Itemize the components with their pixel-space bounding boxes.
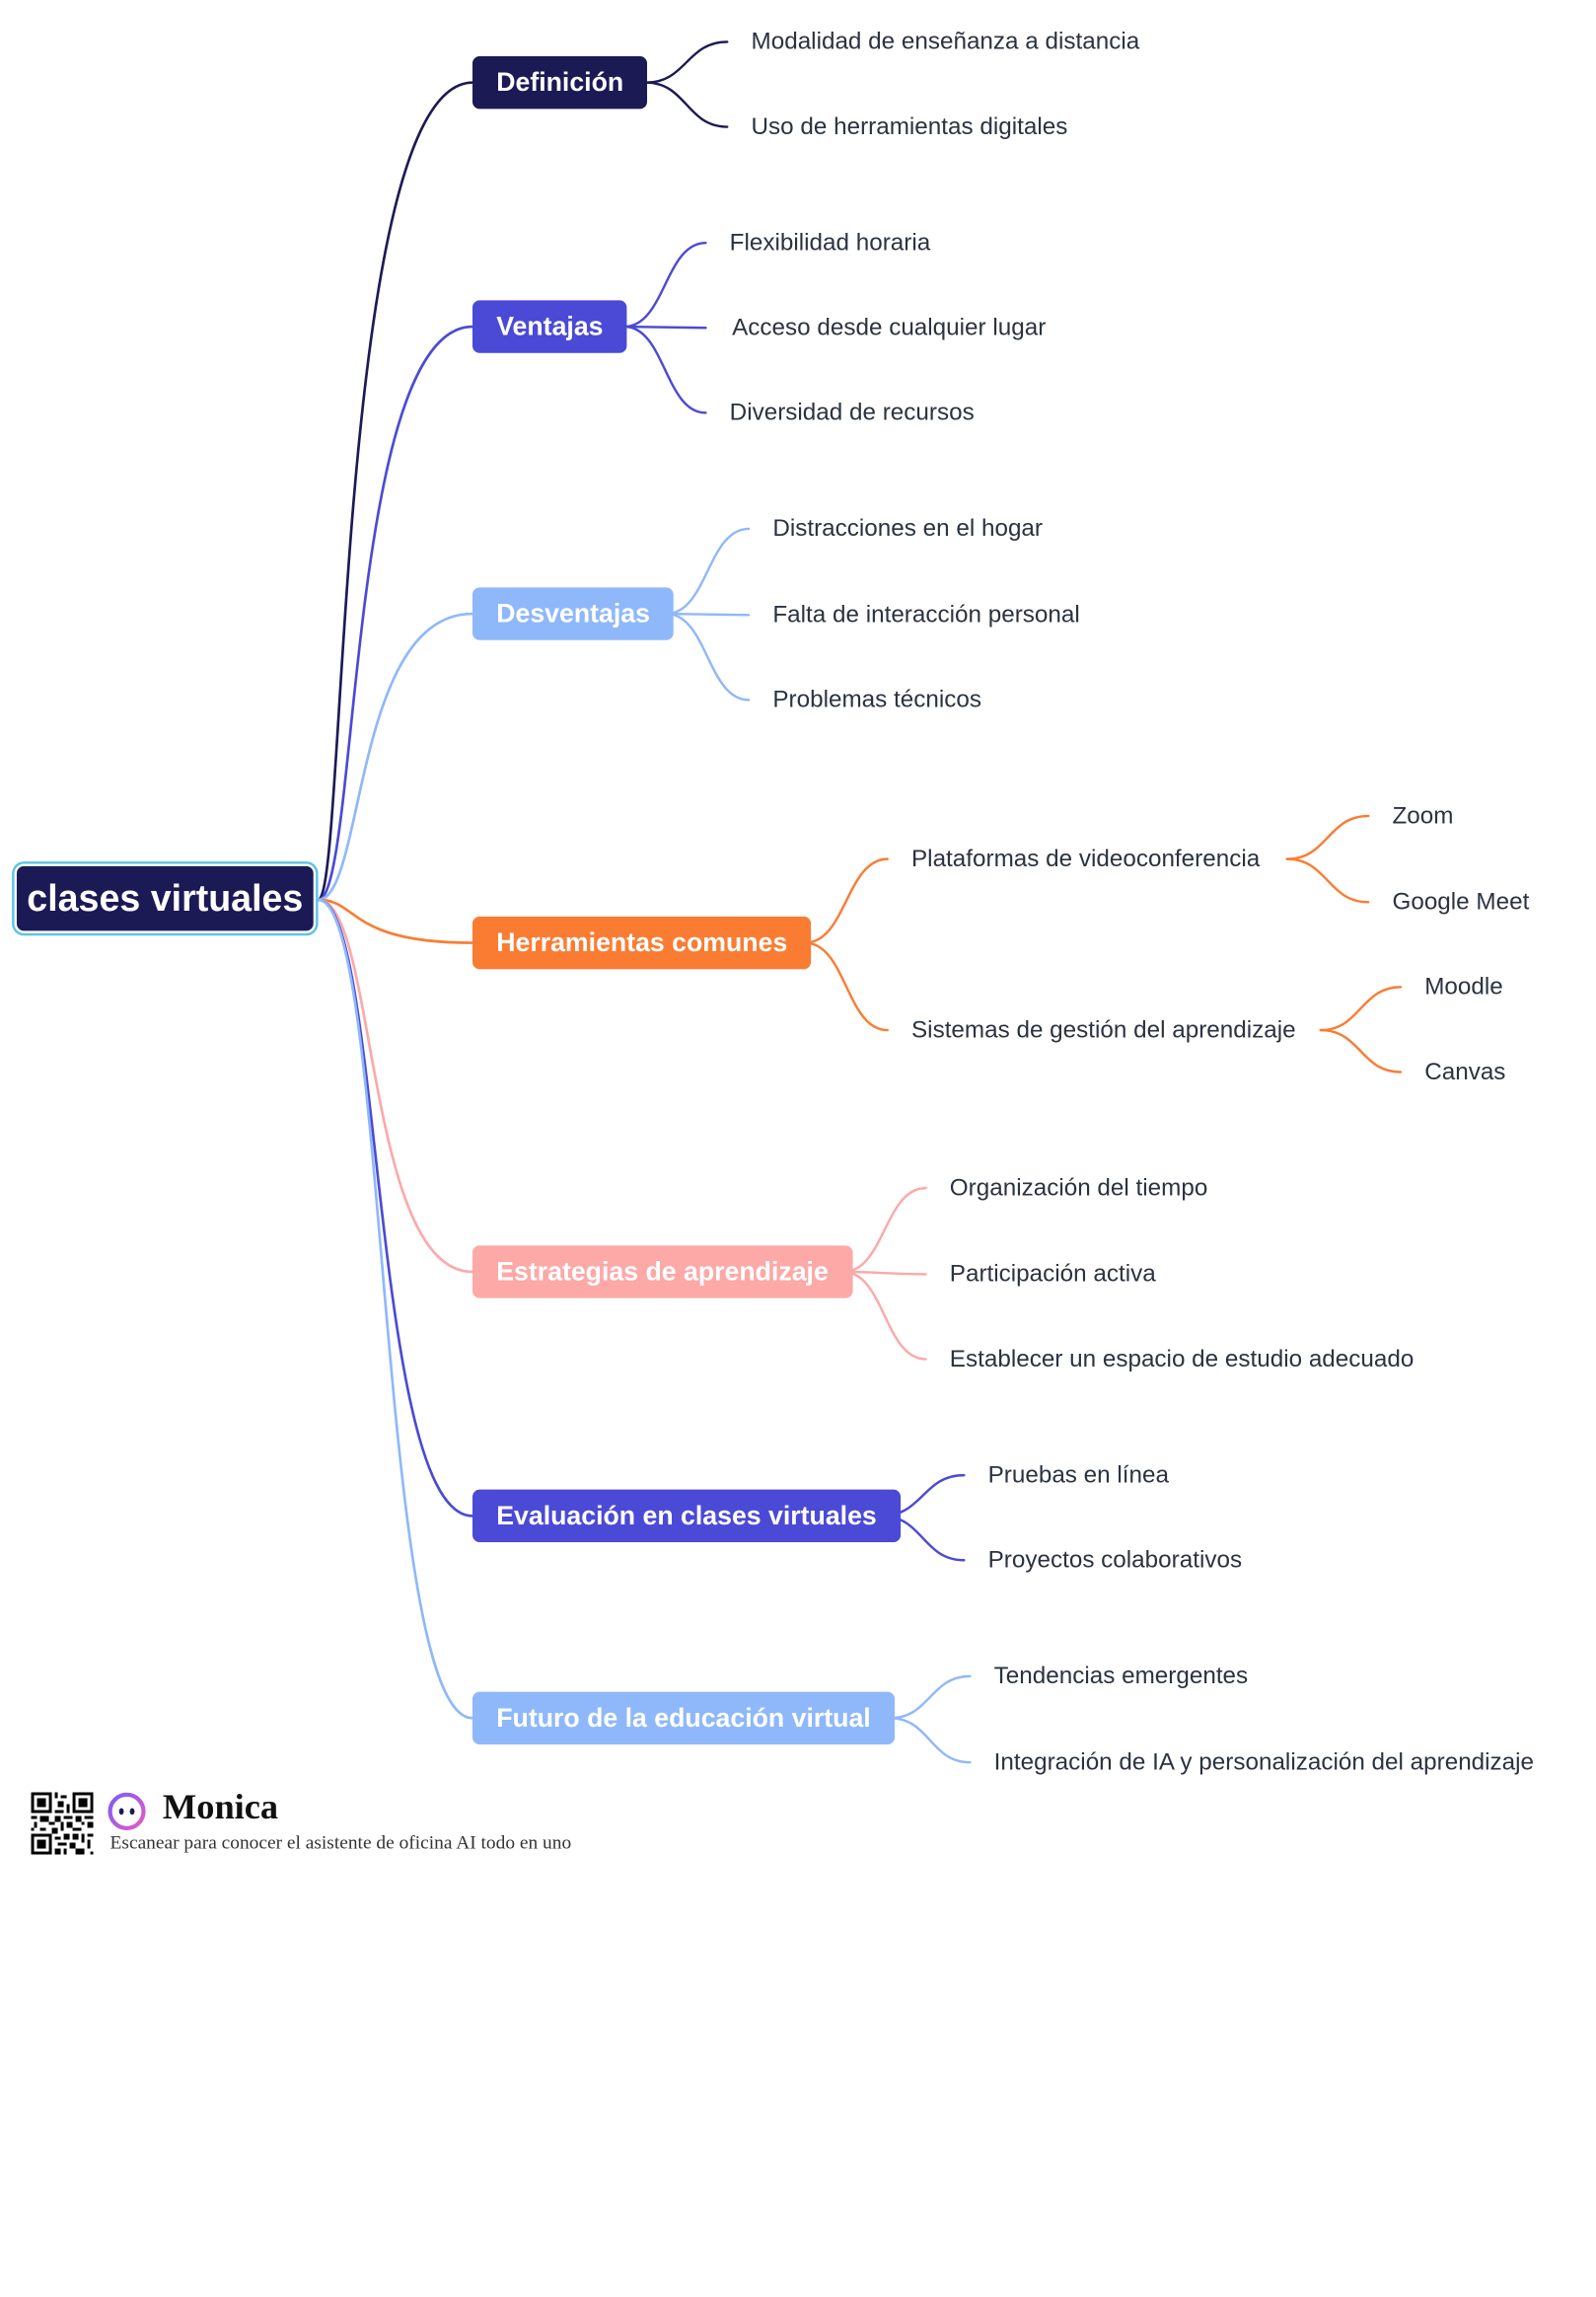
leaf-node[interactable]: Diversidad de recursos (729, 400, 975, 426)
leaf-node[interactable]: Participación activa (949, 1261, 1156, 1288)
branch-label: Definición (496, 66, 624, 98)
root-connector (317, 898, 474, 1274)
brand-name: Monica (162, 1787, 279, 1827)
root-connector (317, 325, 474, 902)
leaf-connector (644, 40, 729, 84)
root-label: clases virtuales (27, 876, 304, 920)
qr-code-icon[interactable] (31, 1792, 94, 1855)
leaf-connector (803, 857, 889, 944)
branch-futuro[interactable]: Futuro de la educación virtual (472, 1691, 895, 1744)
leaf-connector (888, 1674, 972, 1720)
leaf-connector (665, 612, 751, 702)
branch-ventajas[interactable]: Ventajas (472, 300, 627, 353)
branch-desventajas[interactable]: Desventajas (472, 587, 675, 640)
root-connector (317, 898, 474, 944)
branch-definicion[interactable]: Definición (472, 55, 648, 110)
leaf-connector (841, 1270, 927, 1361)
leaf-node[interactable]: Google Meet (1392, 888, 1530, 916)
leaf-connector (665, 612, 751, 617)
root-connector (317, 81, 474, 902)
leaf-node[interactable]: Proyectos colaborativos (987, 1546, 1243, 1574)
leaf-node[interactable]: Pruebas en línea (987, 1461, 1169, 1489)
leaf-node[interactable]: Acceso desde cualquier lugar (732, 314, 1047, 341)
brand-tagline: Escanear para conocer el asistente de of… (109, 1832, 572, 1854)
subbranch-node[interactable]: Plataformas de videoconferencia (911, 846, 1261, 872)
root-connector (317, 898, 474, 1720)
mind-map-connectors (317, 40, 1403, 1764)
leaf-connector (1319, 986, 1403, 1032)
branch-herramientas-comunes[interactable]: Herramientas comunes (472, 916, 812, 970)
branch-label: Herramientas comunes (496, 926, 788, 958)
leaf-connector (1319, 1028, 1403, 1074)
footer-watermark: Monica Escanear para conocer el asistent… (31, 1787, 701, 1862)
leaf-node[interactable]: Canvas (1424, 1059, 1506, 1085)
leaf-connector (644, 81, 729, 128)
branch-evaluacion[interactable]: Evaluación en clases virtuales (472, 1489, 902, 1543)
leaf-node[interactable]: Tendencias emergentes (993, 1663, 1249, 1690)
leaf-connector (622, 241, 707, 329)
leaf-connector (1285, 857, 1370, 904)
root-node[interactable]: clases virtuales (16, 865, 314, 931)
leaf-node[interactable]: Falta de interacción personal (772, 601, 1080, 629)
branch-label: Desventajas (496, 598, 650, 629)
leaf-connector (888, 1717, 972, 1764)
leaf-connector (665, 527, 751, 616)
monica-logo-icon (108, 1792, 146, 1830)
leaf-node[interactable]: Modalidad de enseñanza a distancia (751, 29, 1140, 55)
leaf-connector (622, 325, 707, 414)
leaf-node[interactable]: Moodle (1424, 974, 1503, 1000)
root-connector (317, 612, 474, 902)
leaf-connector (841, 1270, 927, 1276)
branch-label: Estrategias de aprendizaje (496, 1256, 829, 1287)
leaf-node[interactable]: Problemas técnicos (772, 687, 981, 713)
leaf-connector (841, 1186, 927, 1274)
leaf-node[interactable]: Establecer un espacio de estudio adecuad… (949, 1346, 1415, 1372)
leaf-connector (622, 325, 707, 330)
leaf-node[interactable]: Flexibilidad horaria (729, 229, 931, 257)
leaf-connector (1285, 814, 1370, 860)
leaf-node[interactable]: Zoom (1392, 802, 1454, 830)
leaf-node[interactable]: Distracciones en el hogar (772, 515, 1044, 543)
subbranch-node[interactable]: Sistemas de gestión del aprendizaje (911, 1016, 1296, 1044)
leaf-connector (803, 941, 889, 1032)
branch-label: Futuro de la educación virtual (496, 1702, 871, 1733)
leaf-node[interactable]: Uso de herramientas digitales (751, 113, 1068, 140)
leaf-node[interactable]: Organización del tiempo (949, 1174, 1208, 1202)
leaf-node[interactable]: Integración de IA y personalización del … (993, 1748, 1535, 1776)
branch-estrategias-de-aprendizaje[interactable]: Estrategias de aprendizaje (472, 1245, 853, 1298)
branch-label: Ventajas (496, 311, 604, 341)
branch-label: Evaluación en clases virtuales (496, 1500, 877, 1530)
